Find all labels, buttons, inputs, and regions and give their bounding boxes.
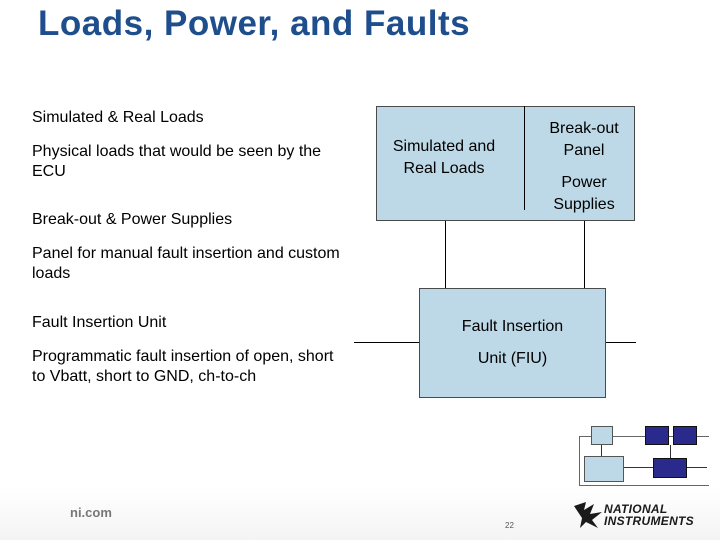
thumbnail-node-dark-1 bbox=[645, 426, 669, 445]
connector-right bbox=[584, 221, 585, 288]
breakout-panel-label: Break-out Panel bbox=[549, 120, 619, 159]
fiu-label-line1: Fault Insertion bbox=[461, 318, 564, 335]
footer-site-link[interactable]: ni.com bbox=[70, 505, 112, 520]
fiu-label-line2: Unit (FIU) bbox=[477, 350, 548, 367]
slide-title: Loads, Power, and Faults bbox=[38, 4, 471, 43]
page-number: 22 bbox=[505, 521, 514, 530]
thumbnail-node-light-bottom bbox=[584, 456, 624, 482]
thumbnail-link-3 bbox=[601, 445, 602, 456]
loads-power-box bbox=[376, 106, 635, 221]
section-loads-heading: Simulated & Real Loads bbox=[32, 109, 204, 126]
bus-line-left bbox=[354, 342, 419, 343]
eagle-logo-icon bbox=[574, 502, 602, 528]
thumbnail-node-light-top bbox=[591, 426, 613, 445]
section-breakout-body: Panel for manual fault insertion and cus… bbox=[32, 245, 340, 282]
fiu-box bbox=[419, 288, 606, 398]
logo-line2: INSTRUMENTS bbox=[604, 514, 694, 528]
simulated-loads-label: Simulated and Real Loads bbox=[392, 138, 496, 177]
thumbnail-node-dark-2 bbox=[673, 426, 697, 445]
section-loads-body: Physical loads that would be seen by the… bbox=[32, 143, 322, 180]
thumbnail-link-1 bbox=[624, 467, 653, 468]
section-fiu-body: Programmatic fault insertion of open, sh… bbox=[32, 348, 334, 385]
thumbnail-link-2 bbox=[687, 467, 707, 468]
section-breakout-heading: Break-out & Power Supplies bbox=[32, 211, 233, 228]
box-divider-line bbox=[524, 106, 525, 210]
thumbnail-frame bbox=[579, 436, 709, 486]
bus-line-right bbox=[606, 342, 636, 343]
section-fiu-heading: Fault Insertion Unit bbox=[32, 314, 167, 331]
thumbnail-node-dark-3 bbox=[653, 458, 687, 478]
power-supplies-label: Power Supplies bbox=[553, 174, 615, 213]
connector-left bbox=[445, 221, 446, 288]
logo-line1: NATIONAL bbox=[604, 502, 668, 516]
thumbnail-link-4 bbox=[670, 445, 671, 458]
